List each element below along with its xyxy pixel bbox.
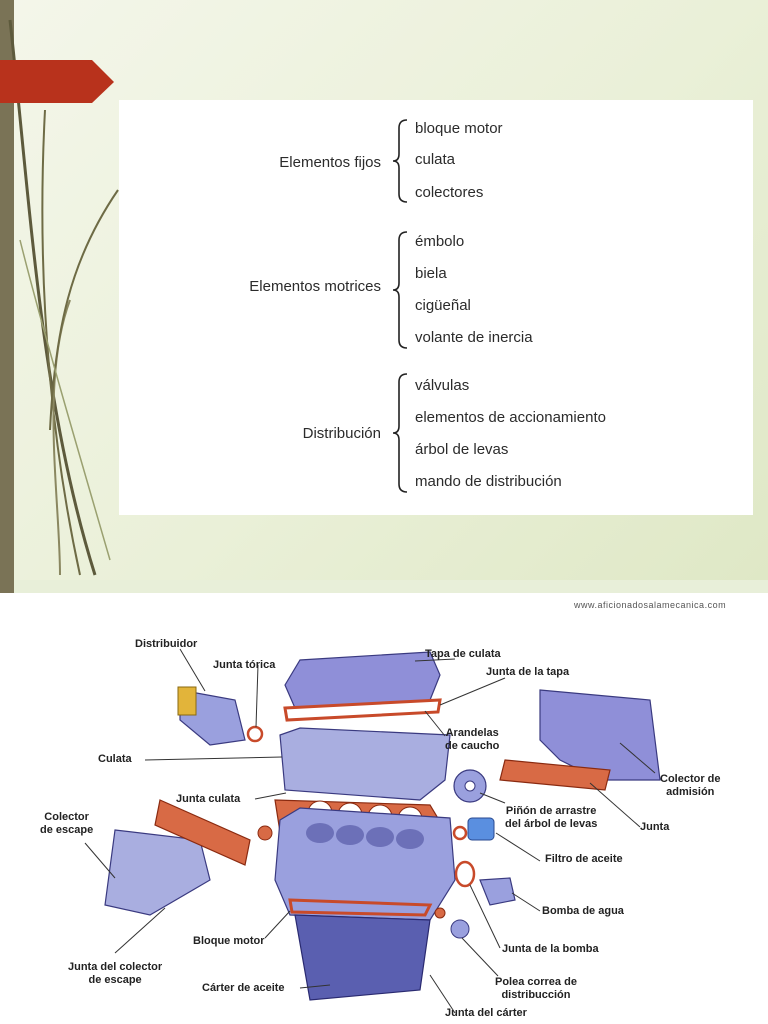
callout-filtro-aceite: Filtro de aceite: [545, 853, 623, 865]
callout-tapa-culata: Tapa de culata: [425, 648, 501, 660]
item-biela: biela: [415, 265, 447, 282]
brace-motrices: [392, 231, 408, 349]
engine-exploded-figure: www.aficionadosalamecanica.com: [0, 593, 768, 1024]
callout-bloque-motor: Bloque motor: [193, 935, 265, 947]
group-label-distribucion: Distribución: [302, 425, 381, 442]
callout-colector-admision: Colector de admisión: [660, 773, 721, 798]
callout-junta: Junta: [640, 821, 670, 833]
item-valvulas: válvulas: [415, 377, 470, 394]
item-elementos-accionamiento: elementos de accionamiento: [415, 409, 606, 426]
callout-junta-tapa: Junta de la tapa: [486, 666, 570, 678]
group-label-motrices: Elementos motrices: [249, 278, 381, 295]
callout-carter-aceite: Cárter de aceite: [202, 982, 285, 994]
red-arrow-tag: [0, 60, 114, 103]
classification-panel: Elementos fijos bloque motor culata cole…: [119, 100, 753, 515]
item-culata: culata: [415, 151, 456, 168]
callout-junta-culata: Junta culata: [176, 793, 241, 805]
item-mando-distribucion: mando de distribución: [415, 473, 562, 490]
item-arbol-levas: árbol de levas: [415, 441, 509, 458]
item-cigueñal: cigüeñal: [415, 297, 471, 314]
slide-left-bar: [0, 0, 14, 600]
callout-junta-colector-escape: Junta del colector de escape: [68, 961, 163, 986]
brace-distribucion: [392, 373, 408, 493]
group-label-fijos: Elementos fijos: [279, 154, 381, 171]
item-embolo: émbolo: [415, 233, 465, 250]
callout-junta-bomba: Junta de la bomba: [502, 943, 599, 955]
item-colectores: colectores: [415, 184, 484, 201]
source-watermark: www.aficionadosalamecanica.com: [574, 600, 727, 610]
callout-distribuidor: Distribuidor: [135, 638, 198, 650]
item-bloque-motor: bloque motor: [415, 120, 503, 137]
item-volante: volante de inercia: [415, 329, 533, 346]
callout-bomba-agua: Bomba de agua: [542, 905, 624, 917]
callout-polea-correa: Polea correa de distribucción: [495, 976, 577, 1001]
engine-illustration: [84, 648, 661, 1014]
brace-fijos: [392, 119, 408, 203]
callout-junta-torica: Junta tórica: [213, 659, 276, 671]
callout-arandelas: Arandelas de caucho: [445, 727, 500, 752]
callout-colector-escape: Colector de escape: [40, 811, 94, 836]
callout-culata: Culata: [98, 753, 132, 765]
callout-pinon-arrastre: Piñón de arrastre del árbol de levas: [505, 805, 598, 830]
callout-junta-carter: Junta del cárter: [445, 1007, 527, 1019]
